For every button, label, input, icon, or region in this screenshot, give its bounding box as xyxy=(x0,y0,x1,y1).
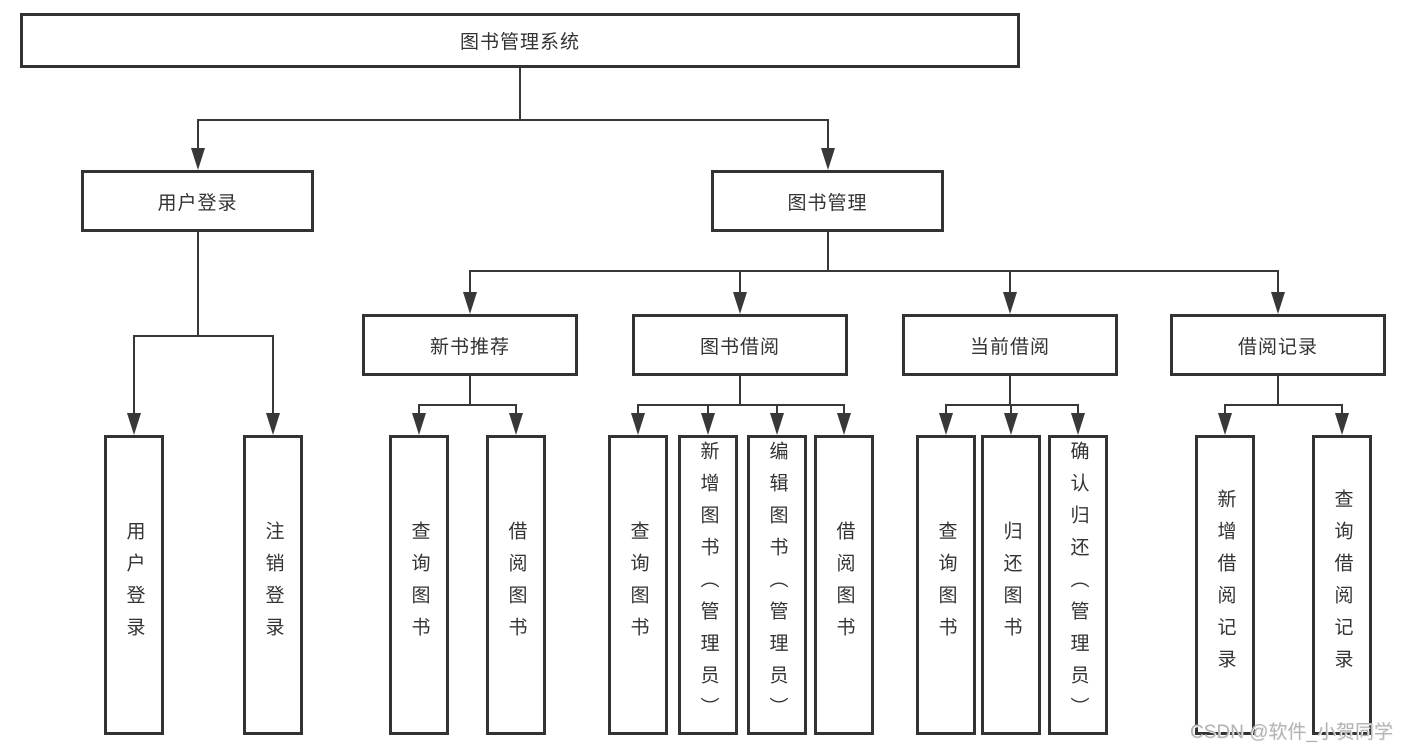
node-borrow-records: 借阅记录 xyxy=(1170,314,1386,376)
node-borrow-records-label: 借阅记录 xyxy=(1237,336,1318,358)
node-leaf-add-borrow-record: 新增借阅记录 xyxy=(1195,435,1255,735)
node-book-borrow-label: 图书借阅 xyxy=(699,336,780,358)
node-leaf-confirm-return-admin: 确认归还（管理员） xyxy=(1048,435,1108,735)
node-leaf-user-login-label: 用户登录 xyxy=(123,521,145,649)
node-leaf-borrow-books-2: 借阅图书 xyxy=(814,435,874,735)
node-current-borrow-label: 当前借阅 xyxy=(969,336,1050,358)
node-leaf-return-books: 归还图书 xyxy=(981,435,1041,735)
watermark: CSDN @软件_小贺同学 xyxy=(1190,722,1393,743)
node-root-label: 图书管理系统 xyxy=(459,32,580,53)
node-leaf-query-books-2-label: 查询图书 xyxy=(627,521,649,649)
node-book-management: 图书管理 xyxy=(711,170,944,232)
node-leaf-query-borrow-record: 查询借阅记录 xyxy=(1312,435,1372,735)
node-root: 图书管理系统 xyxy=(20,13,1020,68)
node-current-borrow: 当前借阅 xyxy=(902,314,1118,376)
node-leaf-query-books-2: 查询图书 xyxy=(608,435,668,735)
node-leaf-add-books-admin: 新增图书（管理员） xyxy=(678,435,738,735)
node-leaf-logout-label: 注销登录 xyxy=(262,521,284,649)
node-leaf-edit-books-admin: 编辑图书（管理员） xyxy=(747,435,807,735)
node-leaf-borrow-books-1-label: 借阅图书 xyxy=(505,521,527,649)
node-new-book-recommend: 新书推荐 xyxy=(362,314,578,376)
node-leaf-query-books-1-label: 查询图书 xyxy=(408,521,430,649)
node-leaf-user-login: 用户登录 xyxy=(104,435,164,735)
node-book-borrow: 图书借阅 xyxy=(632,314,848,376)
node-leaf-query-books-3: 查询图书 xyxy=(916,435,976,735)
node-leaf-query-books-3-label: 查询图书 xyxy=(935,521,957,649)
node-leaf-add-books-admin-label: 新增图书（管理员） xyxy=(697,441,719,729)
node-leaf-confirm-return-admin-label: 确认归还（管理员） xyxy=(1067,441,1089,729)
node-leaf-return-books-label: 归还图书 xyxy=(1000,521,1022,649)
node-leaf-query-books-1: 查询图书 xyxy=(389,435,449,735)
node-leaf-borrow-books-2-label: 借阅图书 xyxy=(833,521,855,649)
node-leaf-add-borrow-record-label: 新增借阅记录 xyxy=(1214,489,1236,681)
node-new-book-recommend-label: 新书推荐 xyxy=(429,336,510,358)
node-leaf-query-borrow-record-label: 查询借阅记录 xyxy=(1331,489,1353,681)
node-book-management-label: 图书管理 xyxy=(787,192,868,214)
node-leaf-logout: 注销登录 xyxy=(243,435,303,735)
node-user-login: 用户登录 xyxy=(81,170,314,232)
node-leaf-borrow-books-1: 借阅图书 xyxy=(486,435,546,735)
node-user-login-label: 用户登录 xyxy=(157,192,238,214)
node-leaf-edit-books-admin-label: 编辑图书（管理员） xyxy=(766,441,788,729)
